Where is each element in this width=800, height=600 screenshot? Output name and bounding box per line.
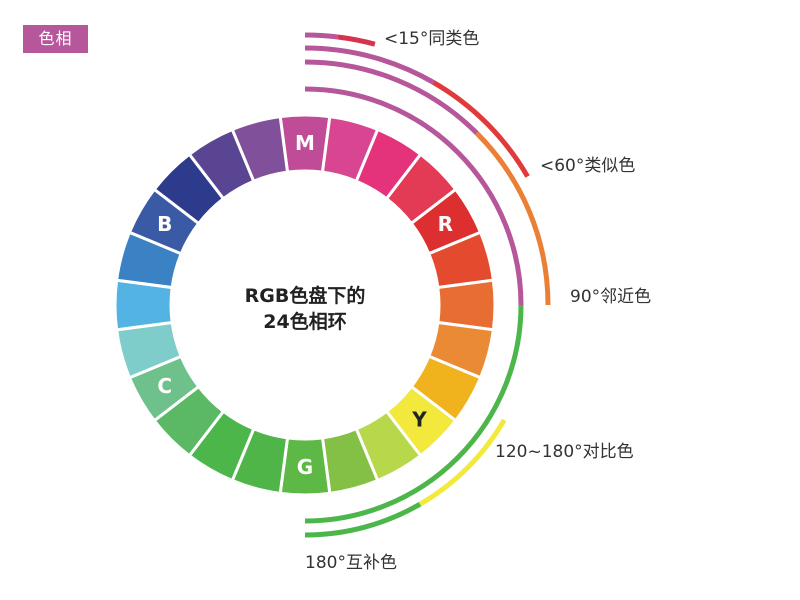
arc-complement-green xyxy=(304,502,422,538)
wheel-segments xyxy=(113,113,497,497)
arc-adjacent-90-orange xyxy=(475,131,551,306)
wheel-marker-g: G xyxy=(297,455,313,479)
label-adjacent-hue: 90°邻近色 xyxy=(570,287,652,307)
wheel-marker-y: Y xyxy=(411,408,427,432)
wheel-markers: M R Y G C B xyxy=(157,131,453,479)
center-title-line2: 24色相环 xyxy=(263,310,346,333)
arc-same-15 xyxy=(304,32,339,40)
arc-similar-60-pink xyxy=(304,45,435,85)
arc-adjacent-90-pink xyxy=(304,59,479,135)
center-title-line1: RGB色盘下的 xyxy=(245,284,366,307)
label-similar-hue: <60°类似色 xyxy=(540,156,636,176)
wheel-marker-b: B xyxy=(157,212,172,236)
relation-arcs xyxy=(304,32,551,538)
label-contrast-hue: 120~180°对比色 xyxy=(495,442,634,462)
label-same-hue: <15°同类色 xyxy=(384,29,480,49)
arc-contrast-green xyxy=(304,304,524,524)
arc-contrast-yellow xyxy=(418,418,507,507)
wheel-marker-m: M xyxy=(295,131,315,155)
arc-same-15-red xyxy=(337,34,376,47)
wheel-marker-r: R xyxy=(438,212,453,236)
hue-tag: 色相 xyxy=(23,25,88,53)
arc-similar-60-red xyxy=(432,80,530,178)
label-complement-hue: 180°互补色 xyxy=(305,553,397,573)
arc-pink-90 xyxy=(304,86,524,306)
wheel-marker-c: C xyxy=(157,374,172,398)
wheel-segment xyxy=(230,114,290,184)
